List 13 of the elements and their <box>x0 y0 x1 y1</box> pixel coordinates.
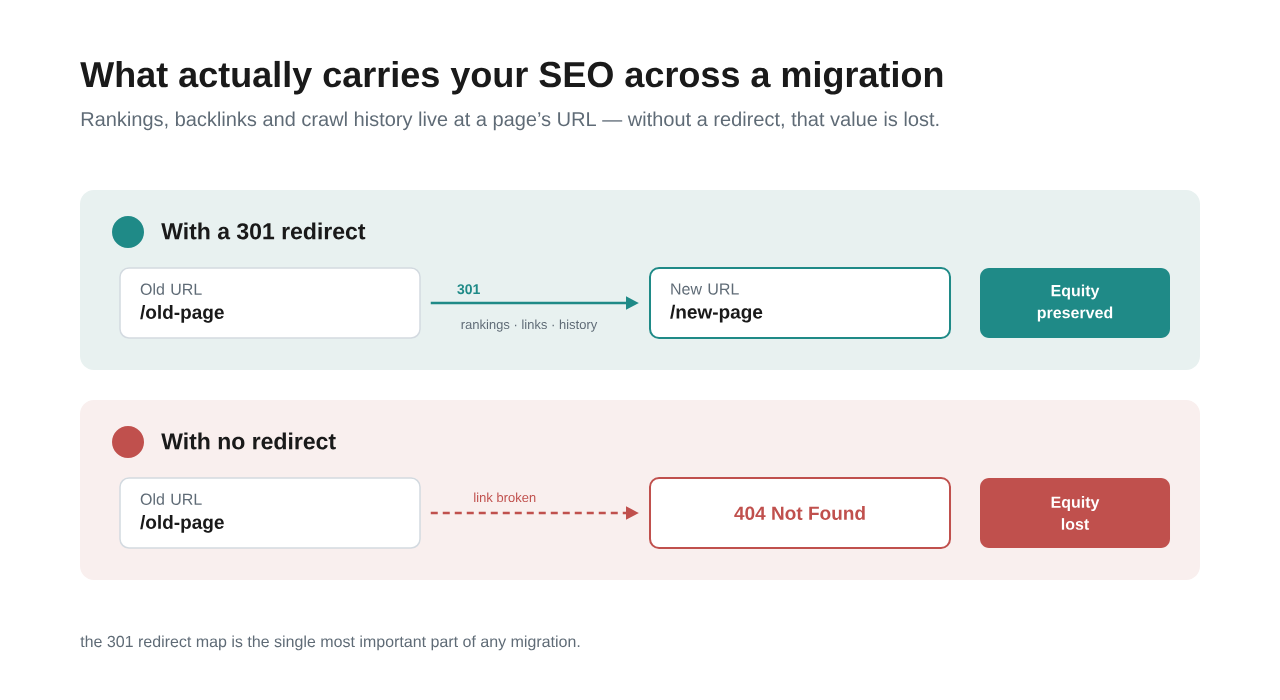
subtitle: Rankings, backlinks and crawl history live at a page’s URL — without a redirect, that value is lost. <box>81 111 939 131</box>
result-badge: Equity preserved <box>980 268 1170 338</box>
footnote: the 301 redirect map is the single most important part of any migration. <box>80 635 580 651</box>
panel-heading: With a 301 redirect <box>161 222 366 240</box>
url-box: New URL /new-page <box>649 267 951 339</box>
panel-heading: With no redirect <box>161 432 336 450</box>
edge-label: 301 <box>455 283 482 296</box>
result-badge: Equity lost <box>980 478 1170 548</box>
url-box: Old URL /old-page <box>119 477 421 549</box>
arrow-note: rankings · links · history <box>461 319 598 332</box>
status-box: 404 Not Found <box>649 477 951 549</box>
title: What actually carries your SEO across a migration <box>80 60 943 95</box>
url-box: Old URL /old-page <box>119 267 421 339</box>
